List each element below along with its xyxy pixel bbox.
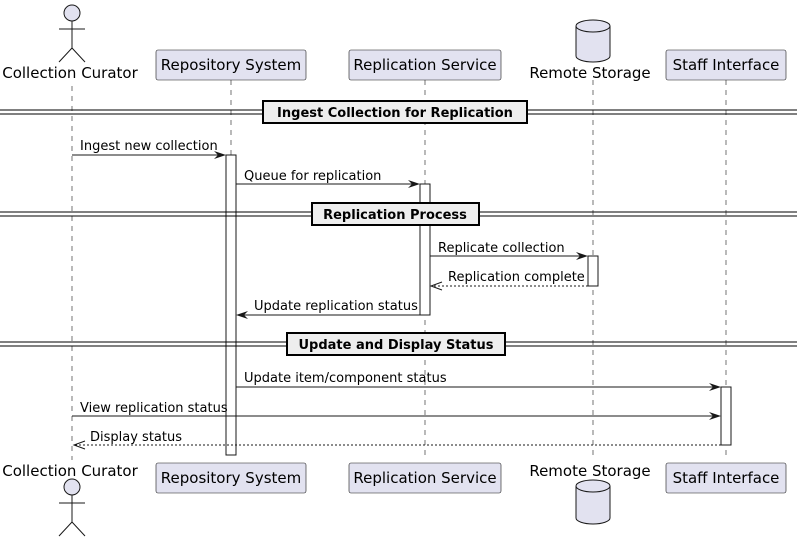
message-replication-complete: Replication complete [429,270,588,291]
message-update-item-component-status: Update item/component status [236,371,721,391]
participant-collection-curator-top: Collection Curator [2,4,139,82]
svg-text:Replication Service: Replication Service [353,56,496,74]
message-replicate-collection: Replicate collection [430,241,588,260]
actor-icon [58,4,86,63]
svg-text:Replication Service: Replication Service [353,469,496,487]
divider-ingest: Ingest Collection for Replication [0,100,797,124]
participant-collection-curator-bottom: Collection Curator [2,462,139,537]
message-view-replication-status: View replication status [72,401,721,420]
activation-replication-service [419,183,431,316]
message-ingest-new-collection: Ingest new collection [72,139,226,159]
participant-replication-service-bottom: Replication Service [348,462,502,494]
svg-text:Staff Interface: Staff Interface [673,56,780,74]
divider-replication-process: Replication Process [0,202,797,226]
database-icon [575,479,611,525]
svg-text:Ingest new collection: Ingest new collection [80,139,218,154]
divider-replication-process-label: Replication Process [323,208,467,223]
activation-remote-storage [587,255,599,287]
svg-text:Update item/component status: Update item/component status [244,371,447,386]
svg-text:Remote Storage: Remote Storage [529,462,650,480]
divider-ingest-label: Ingest Collection for Replication [277,106,513,121]
actor-icon [58,478,86,537]
svg-text:Replication complete: Replication complete [448,270,585,285]
participant-replication-service-top: Replication Service [348,49,502,81]
activation-repository-system [225,154,237,456]
participant-staff-interface-top: Staff Interface [665,49,787,81]
participant-remote-storage-top: Remote Storage [529,19,651,82]
svg-text:Staff Interface: Staff Interface [673,469,780,487]
activation-staff-interface [720,386,732,446]
message-queue-for-replication: Queue for replication [236,169,420,188]
participant-repository-system-bottom: Repository System [155,462,307,494]
message-display-status: Display status [72,430,721,450]
svg-text:Remote Storage: Remote Storage [529,64,650,82]
database-icon [575,19,611,63]
svg-text:Update replication status: Update replication status [254,299,418,314]
svg-text:Replicate collection: Replicate collection [438,241,565,256]
svg-text:View replication status: View replication status [80,401,228,416]
svg-text:Collection Curator: Collection Curator [2,64,138,82]
participant-repository-system-top: Repository System [155,49,307,81]
message-update-replication-status: Update replication status [236,299,420,319]
svg-text:Repository System: Repository System [161,56,301,74]
participant-staff-interface-bottom: Staff Interface [665,462,787,494]
participant-remote-storage-bottom: Remote Storage [529,462,651,525]
divider-update-display-label: Update and Display Status [298,338,493,353]
svg-text:Display status: Display status [90,430,182,445]
svg-text:Repository System: Repository System [161,469,301,487]
svg-text:Collection Curator: Collection Curator [2,462,138,480]
divider-update-display: Update and Display Status [0,332,797,356]
svg-text:Queue for replication: Queue for replication [244,169,381,184]
